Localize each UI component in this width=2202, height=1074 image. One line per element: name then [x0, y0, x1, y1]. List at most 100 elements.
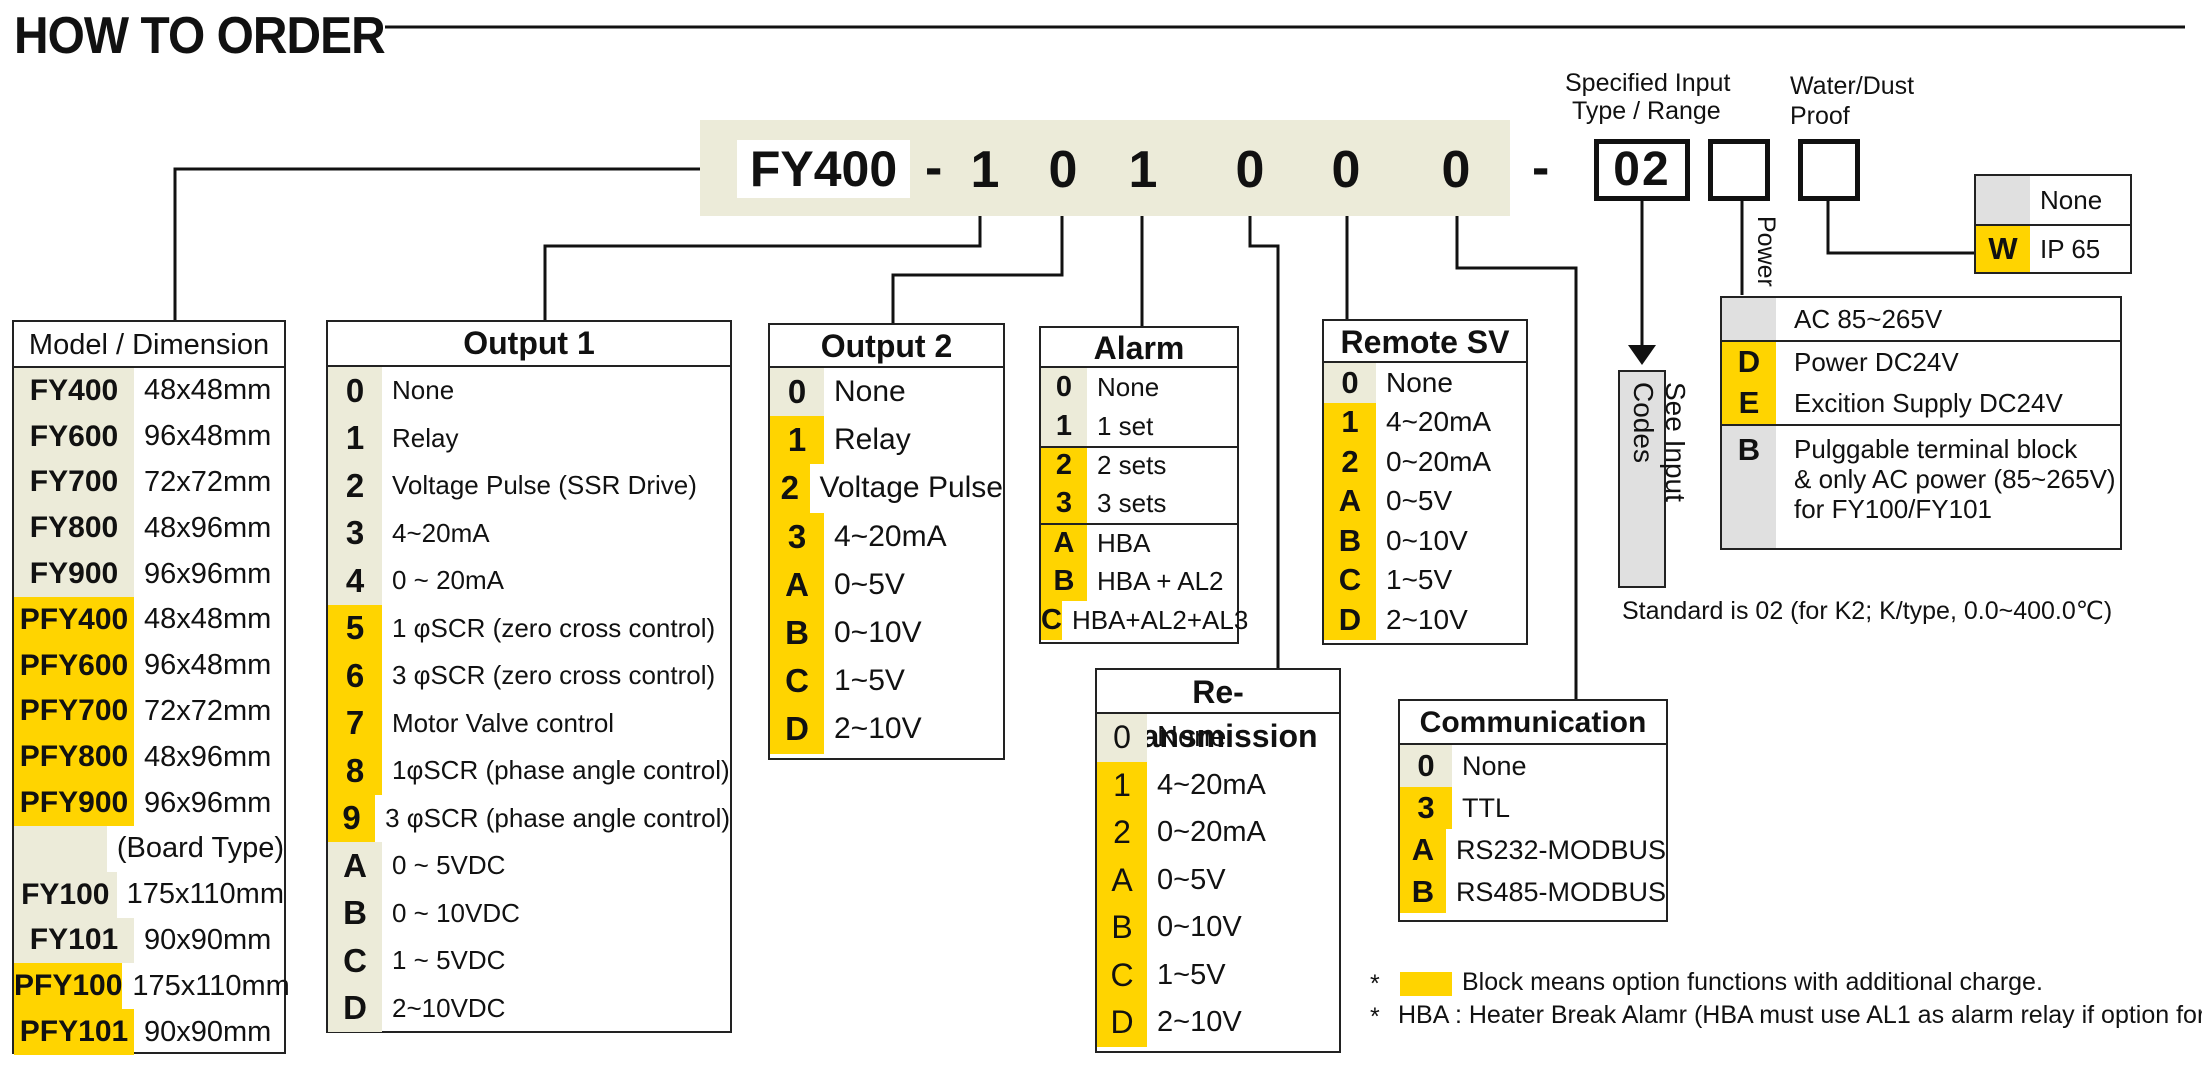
output2-row: D 2~10V	[770, 705, 1003, 754]
power-desc-line: Pulggable terminal block	[1794, 434, 2078, 464]
output2-code: B	[770, 608, 824, 658]
connector-model	[173, 167, 737, 320]
model-code: PFY100	[14, 963, 123, 1010]
output1-code: 6	[328, 652, 382, 700]
model-desc: 72x72mm	[144, 465, 272, 498]
output2-desc: 0~10V	[834, 616, 922, 650]
retransmission-code: C	[1097, 951, 1147, 999]
alarm-desc: HBA + AL2	[1097, 565, 1224, 596]
retransmission-desc: 4~20mA	[1157, 768, 1266, 801]
remote-sv-code: A	[1324, 481, 1376, 521]
model-code: FY700	[14, 459, 134, 506]
remote-sv-desc: None	[1386, 366, 1453, 398]
model-code: PFY700	[14, 688, 134, 735]
communication-code: B	[1400, 871, 1446, 913]
water-code	[1976, 176, 2030, 224]
alarm-code: 3	[1041, 484, 1087, 524]
alarm-header: Alarm	[1041, 328, 1237, 368]
output1-desc: Relay	[392, 422, 459, 453]
alarm-code: A	[1041, 525, 1087, 562]
water-row: None	[1976, 176, 2130, 224]
power-code-box	[1708, 139, 1770, 201]
model-desc: 48x96mm	[144, 511, 272, 544]
output2-code: 2	[770, 464, 810, 513]
retransmission-desc: 0~10V	[1157, 911, 1242, 944]
communication-desc: None	[1462, 750, 1527, 781]
remote-sv-desc: 4~20mA	[1386, 406, 1492, 438]
power-label: Power	[1752, 216, 1780, 287]
model-row: PFY100 175x110mm	[14, 963, 290, 1010]
remote-sv-code: 0	[1324, 363, 1376, 403]
output2-code: 1	[770, 416, 824, 465]
model-row: (Board Type)	[14, 825, 284, 872]
retransmission-row: 1 4~20mA	[1097, 761, 1339, 809]
digit-output2: 0	[1048, 141, 1078, 199]
note-star-2: *	[1370, 1003, 1380, 1031]
model-code: FY400	[14, 368, 134, 414]
output1-code: C	[328, 937, 382, 985]
retransmission-code: 1	[1097, 761, 1147, 809]
alarm-row: 3 3 sets	[1041, 484, 1237, 524]
output1-row: 8 1φSCR (phase angle control)	[328, 747, 730, 795]
output1-code: 8	[328, 747, 382, 795]
water-desc: None	[2040, 184, 2103, 215]
model-code: PFY400	[14, 596, 134, 643]
model-desc: 175x110mm	[132, 969, 290, 1002]
output2-code: 3	[770, 512, 824, 561]
alarm-code: B	[1041, 561, 1087, 601]
note-star-1: *	[1370, 970, 1380, 998]
digit-alarm: 1	[1128, 141, 1158, 199]
output1-desc: 1φSCR (phase angle control)	[392, 755, 730, 786]
retransmission-row: B 0~10V	[1097, 904, 1339, 952]
digit-output1: 1	[970, 141, 1000, 199]
model-desc: 96x96mm	[144, 557, 272, 590]
output2-code: 0	[770, 368, 824, 417]
model-desc: 96x96mm	[144, 786, 272, 819]
model-row: FY800 48x96mm	[14, 505, 284, 552]
output1-code: B	[328, 889, 382, 937]
alarm-code: 0	[1041, 368, 1087, 407]
remote-sv-desc: 1~5V	[1386, 564, 1453, 596]
retransmission-code: B	[1097, 904, 1147, 952]
water-label-2: Proof	[1790, 102, 1850, 130]
model-code: FY600	[14, 413, 134, 460]
output2-desc: 0~5V	[834, 567, 905, 601]
output2-code: D	[770, 705, 824, 754]
model-desc: 90x90mm	[144, 1015, 272, 1048]
connector-output2	[891, 210, 1064, 333]
code-dash-1: -	[925, 139, 943, 197]
model-code: FY800	[14, 505, 134, 552]
output1-code: 1	[328, 414, 382, 462]
alarm-desc: 3 sets	[1097, 488, 1167, 519]
model-code: PFY800	[14, 734, 134, 781]
output1-code: 4	[328, 557, 382, 605]
output2-desc: 2~10V	[834, 712, 922, 746]
power-desc: AC 85~265V	[1794, 303, 1943, 334]
output1-desc: 1 φSCR (zero cross control)	[392, 612, 716, 643]
model-code: PFY600	[14, 642, 134, 689]
